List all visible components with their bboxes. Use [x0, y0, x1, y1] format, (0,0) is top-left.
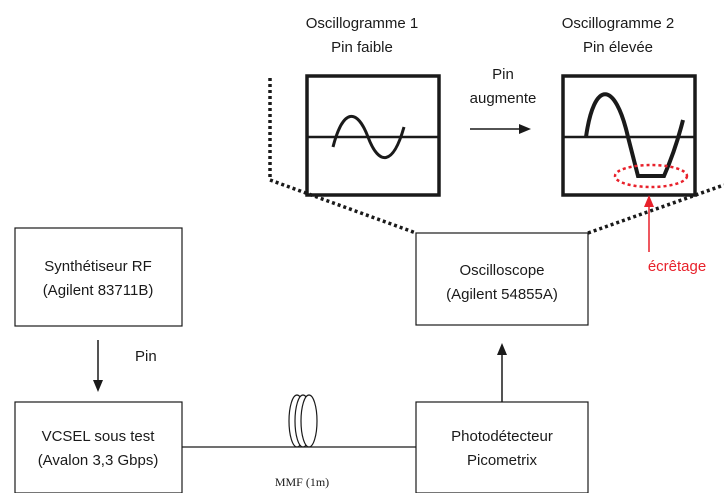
- clipping-label: écrêtage: [648, 258, 706, 275]
- pin-label: Pin: [135, 348, 157, 365]
- oscillogram1-subtitle: Pin faible: [331, 39, 393, 56]
- vcsel-label: VCSEL sous test: [42, 428, 156, 445]
- sine-waveform: [331, 115, 406, 159]
- clipping-marker: [613, 163, 689, 189]
- oscillogram2-screen: [561, 74, 697, 197]
- transition-label-line1: Pin: [492, 66, 514, 83]
- oscilloscope-label: Oscilloscope: [459, 262, 544, 279]
- rf-synthesizer-label: Synthétiseur RF: [44, 258, 152, 275]
- clipping-arrow: [644, 195, 654, 252]
- photodetector-model: Picometrix: [467, 452, 538, 469]
- oscillogram2-subtitle: Pin élevée: [583, 39, 653, 56]
- clipped-waveform: [584, 92, 685, 178]
- transition-arrow: [470, 124, 531, 134]
- zoom-lines: [268, 78, 724, 235]
- oscillogram2-title: Oscillogramme 2: [562, 15, 675, 32]
- oscilloscope-model: (Agilent 54855A): [446, 286, 558, 303]
- pin-arrow: [93, 340, 103, 392]
- signal-arrow: [497, 343, 507, 402]
- vcsel-box: VCSEL sous test (Avalon 3,3 Gbps): [14, 401, 183, 493]
- oscillogram1-title: Oscillogramme 1: [306, 15, 419, 32]
- photodetector-label: Photodétecteur: [451, 428, 553, 445]
- fiber-label: MMF (1m): [275, 475, 329, 489]
- oscillogram1-screen: [305, 74, 441, 197]
- vcsel-model: (Avalon 3,3 Gbps): [38, 452, 159, 469]
- rf-synthesizer-model: (Agilent 83711B): [43, 282, 154, 299]
- oscilloscope-box: Oscilloscope (Agilent 54855A): [415, 232, 589, 326]
- rf-synthesizer-box: Synthétiseur RF (Agilent 83711B): [14, 227, 183, 327]
- photodetector-box: Photodétecteur Picometrix: [415, 401, 589, 493]
- transition-label-line2: augmente: [470, 90, 537, 107]
- fiber-coil-icon: [288, 394, 318, 448]
